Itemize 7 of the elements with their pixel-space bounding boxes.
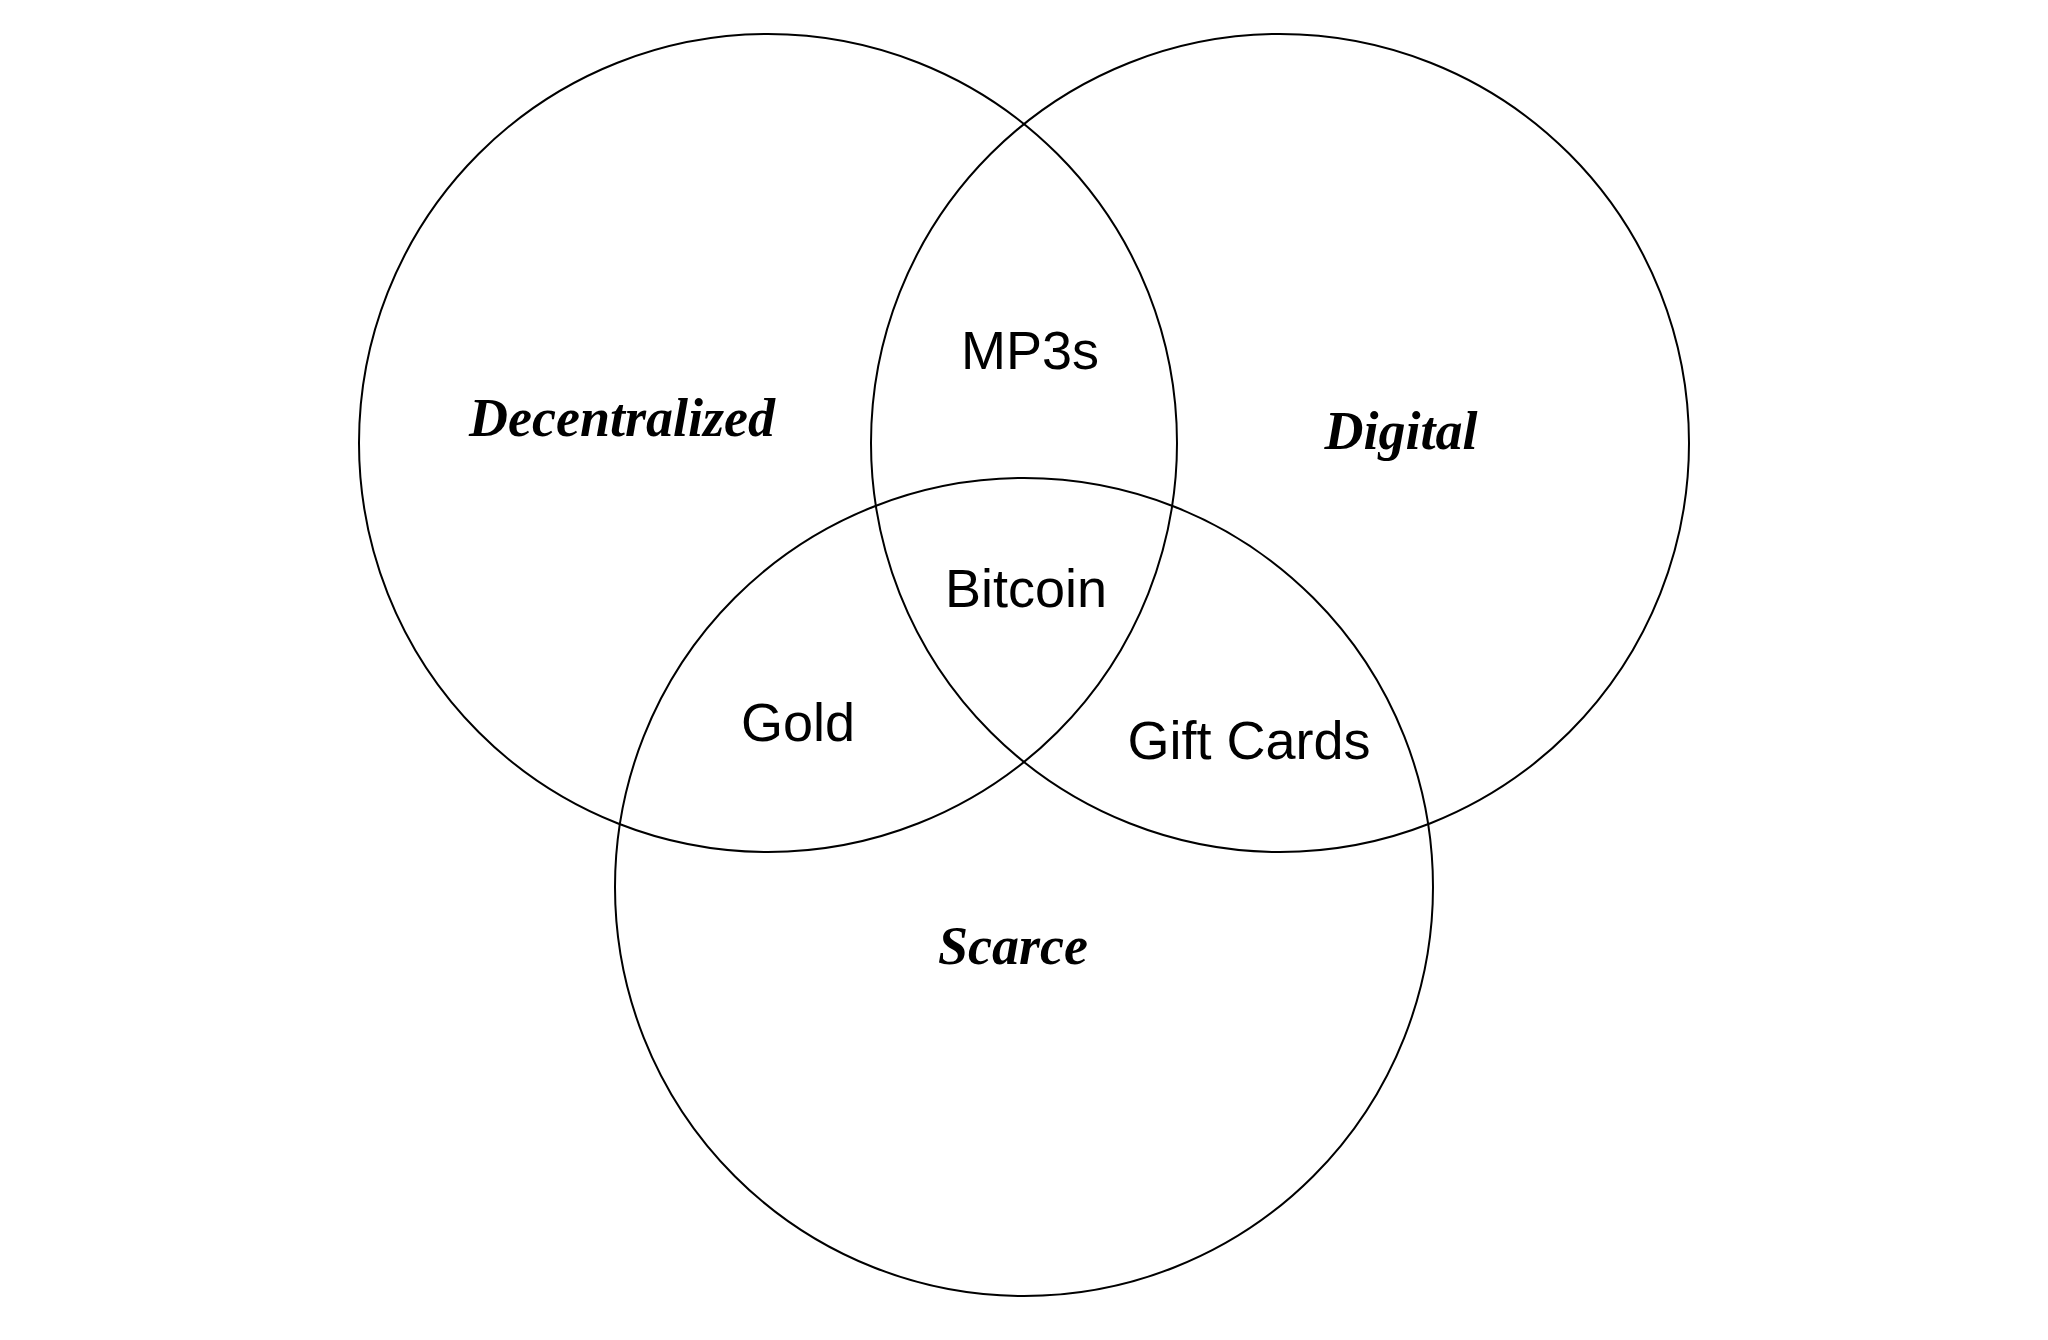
region-label: Gift Cards [1127,709,1371,771]
set-label: Digital [1324,400,1478,462]
set-label: Decentralized [469,387,775,449]
region-label: Bitcoin [944,557,1108,619]
set-label: Scarce [938,915,1088,977]
region-label: Gold [740,691,856,753]
region-label: MP3s [961,319,1099,381]
